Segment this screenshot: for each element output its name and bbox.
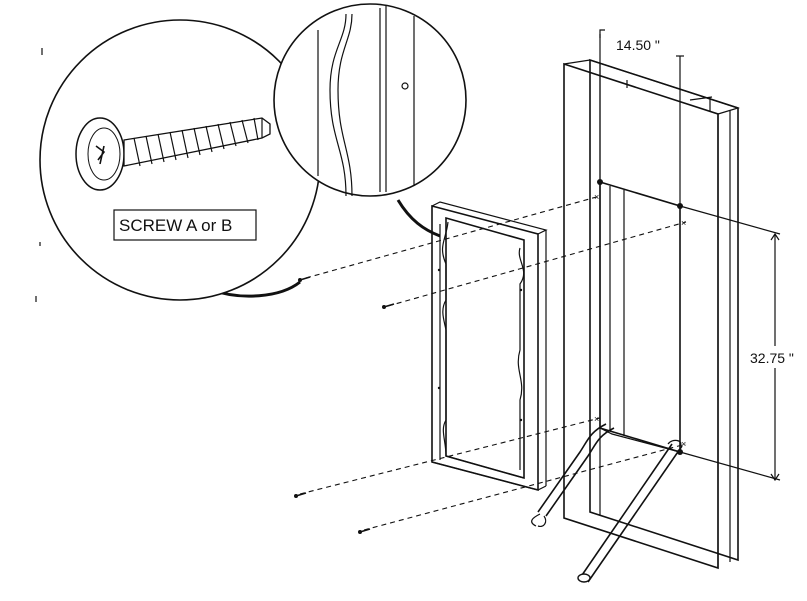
- screw-bottom-left: [294, 492, 307, 498]
- callout-leader-frame: [396, 199, 441, 238]
- back-panel: [589, 58, 739, 562]
- svg-text:×: ×: [681, 439, 686, 449]
- svg-text:×: ×: [594, 414, 599, 424]
- screw-hole-icon: [401, 82, 409, 90]
- height-dimension: 32.75 ": [677, 205, 806, 482]
- svg-text:×: ×: [681, 218, 686, 228]
- width-dimension-label: 14.50 ": [616, 37, 660, 53]
- screws: [294, 276, 395, 534]
- screw-illustration: [75, 117, 271, 191]
- svg-text:×: ×: [594, 192, 599, 202]
- front-panel: [563, 62, 719, 570]
- width-dimension: 14.50 ": [597, 29, 684, 209]
- screw-bottom-right: [358, 528, 371, 534]
- screw-detail-callout: SCREW A or B: [39, 19, 321, 301]
- power-cord: [531, 423, 683, 583]
- height-dimension-label: 32.75 ": [750, 350, 794, 366]
- wall-opening: [599, 180, 681, 454]
- screw-label-box: [113, 209, 257, 241]
- screw-top-left: [298, 276, 311, 282]
- screw-label: SCREW A or B: [119, 216, 232, 235]
- mounting-frame: [431, 201, 548, 492]
- frame-edge-detail-circle: [273, 3, 467, 197]
- dimension-point-top-left: [597, 179, 603, 185]
- frame-inner: [445, 216, 525, 480]
- frame-edge-detail-callout: [273, 3, 467, 238]
- screw-paths: × × × ×: [299, 192, 686, 531]
- screw-top-right: [382, 303, 395, 309]
